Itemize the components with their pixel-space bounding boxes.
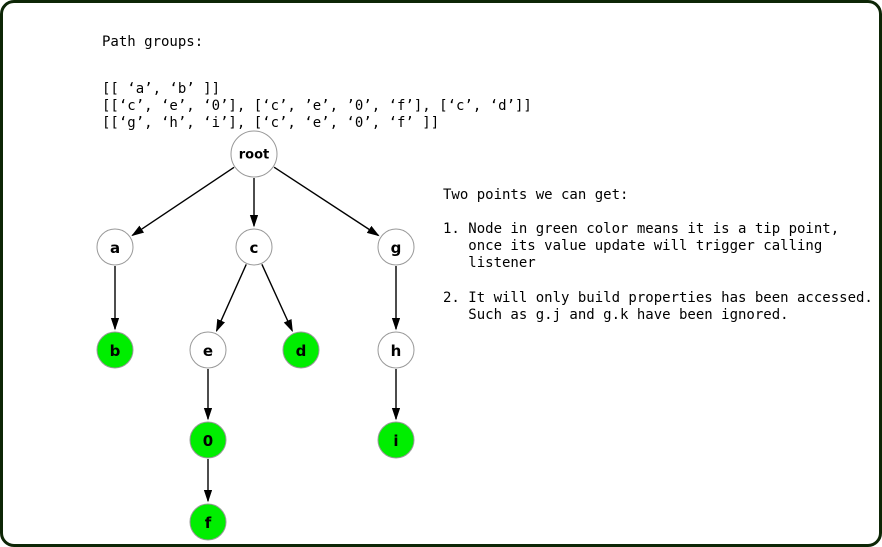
tree-node-g[interactable]: g xyxy=(377,228,415,266)
tree-node-label: d xyxy=(296,342,307,360)
path-groups-list: [[ ‘a’, ‘b’ ]] [[‘c’, ‘e’, ‘0’], [‘c’, ’… xyxy=(102,81,532,131)
tree-node-root[interactable]: root xyxy=(230,130,278,178)
tree-edge xyxy=(131,166,235,237)
tree-node-zero[interactable]: 0 xyxy=(189,421,227,459)
tree-node-i[interactable]: i xyxy=(377,421,415,459)
notes-title: Two points we can get: xyxy=(443,187,629,203)
tree-node-circle[interactable] xyxy=(377,228,415,266)
tree-node-d[interactable]: d xyxy=(282,331,320,369)
tree-node-circle-tip[interactable] xyxy=(377,421,415,459)
note-item: 1. Node in green color means it is a tip… xyxy=(443,221,840,271)
tree-node-circle-tip[interactable] xyxy=(96,331,134,369)
tree-node-layer: root a c g b e d h 0 i f xyxy=(96,130,415,541)
tree-node-circle-tip[interactable] xyxy=(189,421,227,459)
tree-node-label: 0 xyxy=(203,432,213,450)
tree-node-label: f xyxy=(205,514,212,532)
tree-edge xyxy=(273,166,380,237)
tree-node-circle[interactable] xyxy=(189,331,227,369)
tree-node-circle-tip[interactable] xyxy=(282,331,320,369)
tree-node-circle[interactable] xyxy=(96,228,134,266)
tree-node-label: g xyxy=(391,239,402,257)
note-item: 2. It will only build properties has bee… xyxy=(443,290,873,323)
tree-node-label: h xyxy=(391,342,402,360)
tree-node-label: i xyxy=(393,432,398,450)
notes-list: 1. Node in green color means it is a tip… xyxy=(443,221,873,324)
tree-node-b[interactable]: b xyxy=(96,331,134,369)
tree-edge xyxy=(261,263,293,333)
tree-node-label: a xyxy=(110,239,120,257)
tree-diagram: root a c g b e d h 0 i f xyxy=(96,130,415,541)
tree-node-label: c xyxy=(250,239,259,257)
tree-node-label: b xyxy=(110,342,121,360)
tree-node-a[interactable]: a xyxy=(96,228,134,266)
tree-node-label: e xyxy=(203,342,213,360)
tree-node-h[interactable]: h xyxy=(377,331,415,369)
tree-node-f[interactable]: f xyxy=(189,503,227,541)
tree-node-label: root xyxy=(239,148,270,163)
tree-edge xyxy=(215,264,247,333)
tree-node-c[interactable]: c xyxy=(235,228,273,266)
path-groups-title: Path groups: xyxy=(102,34,204,50)
tree-node-circle-tip[interactable] xyxy=(189,503,227,541)
tree-node-e[interactable]: e xyxy=(189,331,227,369)
tree-node-circle[interactable] xyxy=(377,331,415,369)
tree-edge-layer xyxy=(110,166,401,503)
tree-node-circle[interactable] xyxy=(235,228,273,266)
tree-node-circle[interactable] xyxy=(230,130,278,178)
